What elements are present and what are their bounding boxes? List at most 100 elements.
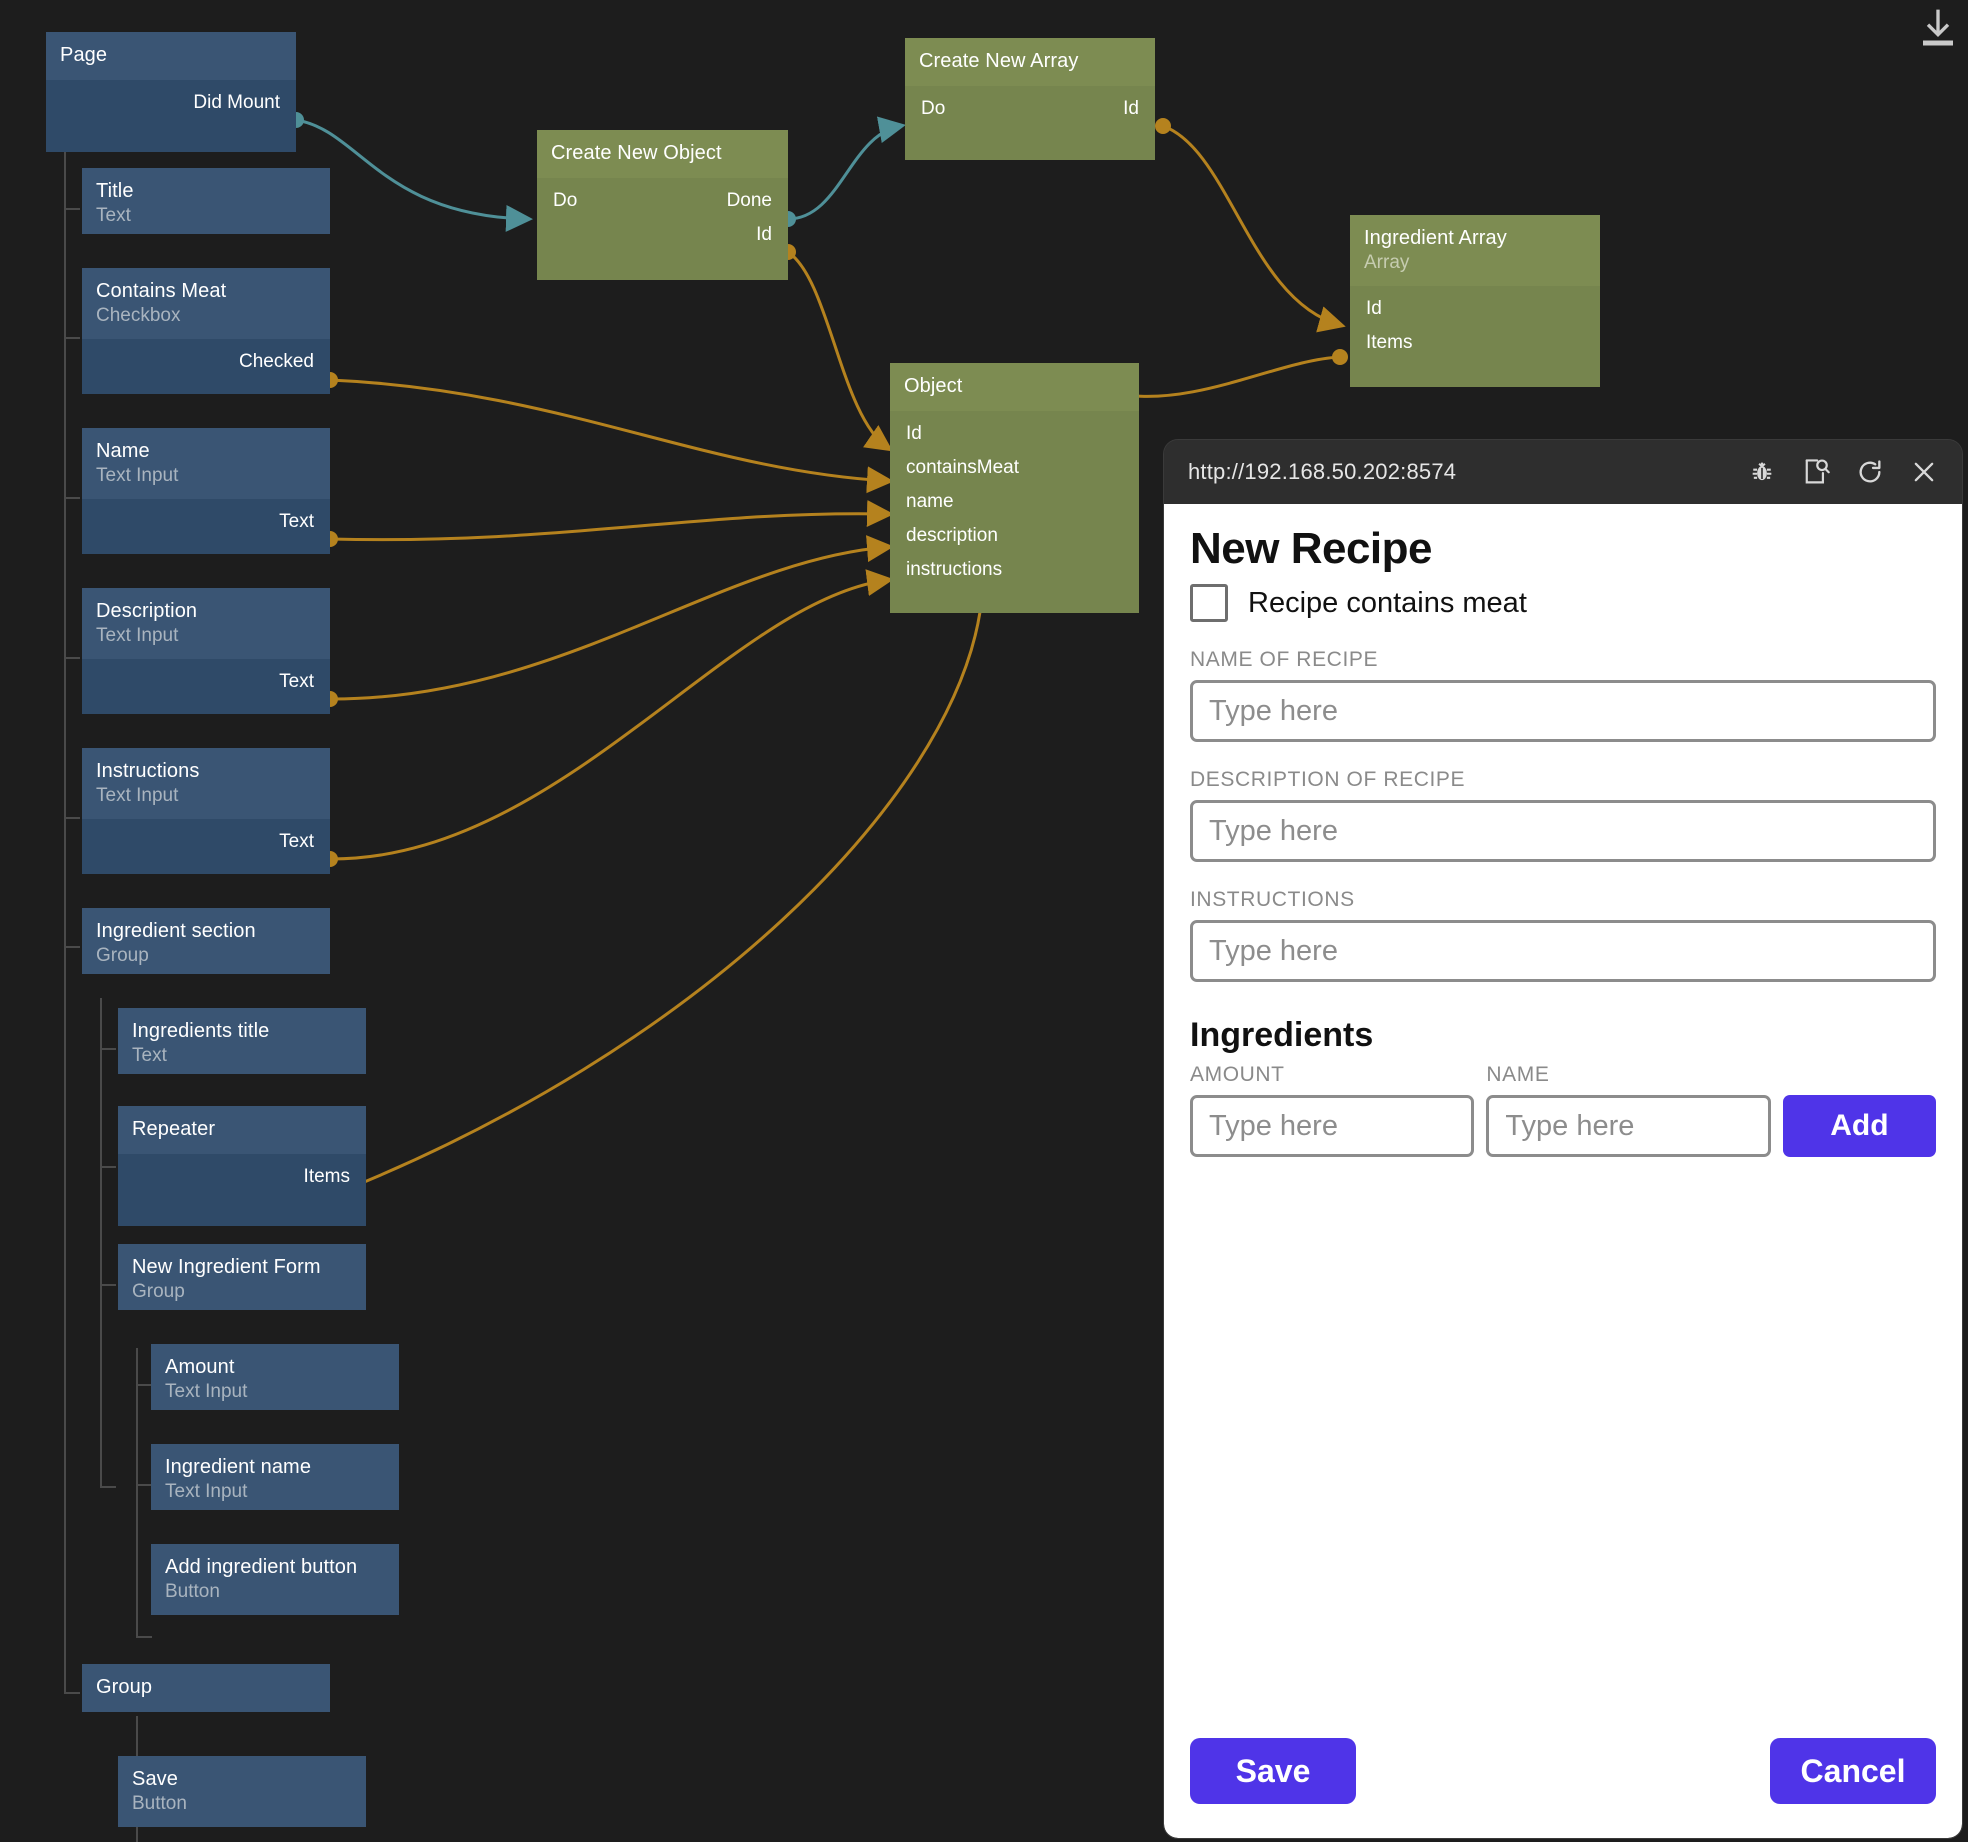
node-ingredients-title[interactable]: Ingredients title Text [118, 1008, 366, 1074]
node-header: Group [82, 1664, 330, 1712]
name-of-recipe-input[interactable]: Type here [1190, 680, 1936, 743]
node-header: Ingredients title Text [118, 1008, 366, 1074]
cancel-button[interactable]: Cancel [1770, 1738, 1936, 1804]
node-repeater[interactable]: Repeater Items [118, 1106, 366, 1226]
tree-guide [64, 946, 80, 948]
node-subtitle: Button [132, 1792, 187, 1814]
node-header: Repeater [118, 1106, 366, 1154]
port-id[interactable]: Id [1350, 292, 1600, 326]
ingredient-name-input[interactable]: Type here [1486, 1095, 1771, 1158]
node-header: Add ingredient button Button [151, 1544, 399, 1616]
node-body: Do Done Id [537, 177, 788, 280]
node-header: Ingredient Array Array [1350, 215, 1600, 287]
content-spacer [1190, 1157, 1936, 1738]
port-row[interactable]: Do Id [905, 92, 1155, 126]
node-header: Title Text [82, 168, 330, 234]
instructions-label: INSTRUCTIONS [1190, 888, 1355, 912]
tree-guide [64, 657, 80, 659]
node-title: Amount [165, 1356, 235, 1378]
node-title: Page [60, 44, 108, 66]
tree-guide [136, 1348, 138, 1636]
node-header: Instructions Text Input [82, 748, 330, 820]
port-label-in: Do [921, 97, 946, 119]
port-contains-meat[interactable]: containsMeat [890, 451, 1139, 485]
port-row[interactable]: Do Done [537, 184, 788, 218]
port-text[interactable]: Text [82, 505, 330, 539]
node-name-input[interactable]: Name Text Input Text [82, 428, 330, 554]
node-add-ingredient-button[interactable]: Add ingredient button Button [151, 1544, 399, 1636]
port-items[interactable]: Items [1350, 326, 1600, 360]
instructions-input[interactable]: Type here [1190, 920, 1936, 983]
node-create-new-array[interactable]: Create New Array Do Id [905, 38, 1155, 160]
node-title-text[interactable]: Title Text [82, 168, 330, 234]
amount-label: AMOUNT [1190, 1063, 1285, 1087]
node-title: Ingredient Array [1364, 227, 1507, 249]
port-text[interactable]: Text [82, 825, 330, 859]
node-title: Group [96, 1676, 153, 1698]
node-header: Contains Meat Checkbox [82, 268, 330, 340]
node-header: Page [46, 32, 296, 80]
description-of-recipe-label: DESCRIPTION OF RECIPE [1190, 768, 1466, 792]
node-contains-meat[interactable]: Contains Meat Checkbox Checked [82, 268, 330, 394]
port-id[interactable]: Id [537, 218, 788, 252]
node-title: New Ingredient Form [132, 1256, 321, 1278]
node-subtitle: Text Input [165, 1380, 248, 1402]
close-icon[interactable] [1902, 450, 1946, 494]
browser-preview-window: http://192.168.50.202:8574 [1164, 440, 1962, 1838]
node-subtitle: Array [1364, 251, 1410, 273]
download-icon[interactable] [1918, 6, 1958, 50]
node-ingredient-name-input[interactable]: Ingredient name Text Input [151, 1444, 399, 1510]
node-amount-input[interactable]: Amount Text Input [151, 1344, 399, 1410]
node-page[interactable]: Page Did Mount [46, 32, 296, 152]
node-instructions-input[interactable]: Instructions Text Input Text [82, 748, 330, 874]
node-description-input[interactable]: Description Text Input Text [82, 588, 330, 714]
port-label-out: Done [726, 189, 772, 211]
node-object[interactable]: Object Id containsMeat name description … [890, 363, 1139, 613]
port-label: instructions [906, 558, 1003, 580]
port-items[interactable]: Items [118, 1160, 366, 1194]
node-title: Create New Array [919, 50, 1079, 72]
contains-meat-row: Recipe contains meat [1190, 584, 1936, 623]
port-label: name [906, 490, 954, 512]
port-did-mount[interactable]: Did Mount [46, 86, 296, 120]
port-name[interactable]: name [890, 485, 1139, 519]
node-title: Title [96, 180, 134, 202]
port-label-out: Id [1123, 97, 1139, 119]
reload-icon[interactable] [1848, 450, 1892, 494]
bug-icon[interactable] [1740, 450, 1784, 494]
node-title: Add ingredient button [165, 1556, 358, 1578]
node-group[interactable]: Group [82, 1664, 330, 1718]
save-button[interactable]: Save [1190, 1738, 1356, 1804]
amount-input[interactable]: Type here [1190, 1095, 1475, 1158]
inspect-page-icon[interactable] [1794, 450, 1838, 494]
port-instructions[interactable]: instructions [890, 553, 1139, 587]
node-create-new-object[interactable]: Create New Object Do Done Id [537, 130, 788, 280]
node-subtitle: Group [132, 1280, 185, 1302]
ingredients-heading: Ingredients [1190, 1016, 1374, 1055]
port-id[interactable]: Id [890, 417, 1139, 451]
node-ingredient-array[interactable]: Ingredient Array Array Id Items [1350, 215, 1600, 387]
port-label: Did Mount [193, 91, 280, 113]
tree-guide [64, 497, 80, 499]
node-title: Create New Object [551, 142, 722, 164]
node-title: Ingredient section [96, 920, 256, 942]
node-new-ingredient-form[interactable]: New Ingredient Form Group [118, 1244, 366, 1310]
preview-footer: Save Cancel [1190, 1738, 1936, 1838]
add-ingredient-button[interactable]: Add [1782, 1095, 1936, 1158]
port-description[interactable]: description [890, 519, 1139, 553]
url-text[interactable]: http://192.168.50.202:8574 [1188, 459, 1457, 484]
node-ingredient-section[interactable]: Ingredient section Group [82, 908, 330, 974]
node-subtitle: Text [132, 1044, 167, 1066]
node-title: Description [96, 600, 198, 622]
port-label: Text [279, 511, 314, 533]
port-checked[interactable]: Checked [82, 345, 330, 379]
name-of-recipe-label: NAME OF RECIPE [1190, 648, 1379, 672]
port-label-in: Do [553, 189, 578, 211]
port-text[interactable]: Text [82, 665, 330, 699]
description-of-recipe-input[interactable]: Type here [1190, 800, 1936, 863]
node-save-button[interactable]: Save Button [118, 1756, 366, 1842]
contains-meat-checkbox[interactable] [1190, 584, 1228, 623]
node-title: Repeater [132, 1118, 216, 1140]
node-body: Checked [82, 339, 330, 394]
